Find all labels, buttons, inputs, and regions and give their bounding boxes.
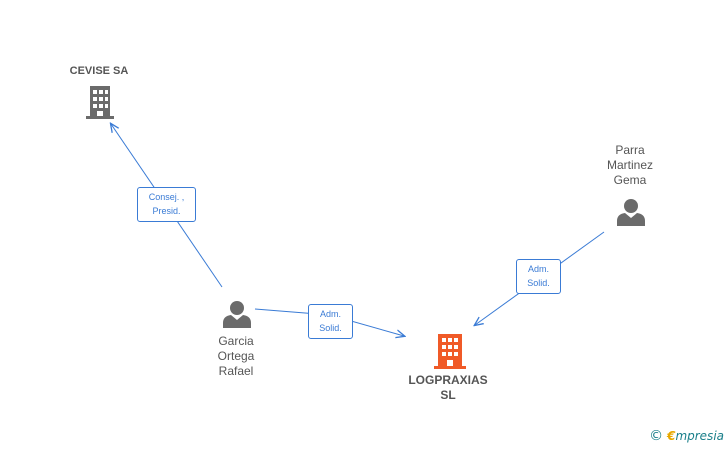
edge-label-consej-presid[interactable]: Consej. , Presid.: [137, 187, 196, 222]
edge-label-line2: Solid.: [527, 278, 550, 288]
building-icon-main[interactable]: [434, 334, 466, 369]
person-name-line2: Martinez: [606, 158, 653, 172]
edge-label-line1: Adm.: [527, 264, 549, 274]
person-icon[interactable]: [223, 301, 251, 328]
person-name-line1: Parra: [615, 143, 645, 157]
copyright-icon: ©: [649, 428, 664, 444]
edge-label-line1: Consej. ,: [148, 192, 185, 202]
edge-label-adm-solid-garcia[interactable]: Adm. Solid.: [308, 304, 353, 339]
brand-initial: €: [667, 429, 676, 443]
person-name-line3: Rafael: [218, 364, 254, 378]
brand-watermark: ©€mpresia: [649, 428, 724, 444]
edge-label-line2: Solid.: [319, 323, 342, 333]
company-name: CEVISE SA: [69, 65, 129, 77]
person-name-line2: Ortega: [217, 349, 255, 363]
company-name-line1: LOGPRAXIAS: [408, 373, 488, 387]
edge-label-adm-solid-parra[interactable]: Adm. Solid.: [516, 259, 561, 294]
building-icon[interactable]: [86, 86, 114, 119]
person-label-parra[interactable]: Parra Martinez Gema: [590, 143, 670, 188]
company-name-line2: SL: [440, 388, 456, 402]
brand-name: mpresia: [675, 429, 724, 443]
person-icon[interactable]: [617, 199, 645, 226]
person-name-line1: Garcia: [218, 334, 254, 348]
company-label-cevise[interactable]: CEVISE SA: [50, 64, 148, 79]
edge-label-line1: Adm.: [319, 309, 341, 319]
edge-label-line2: Presid.: [152, 206, 181, 216]
company-label-logpraxias[interactable]: LOGPRAXIAS SL: [390, 373, 506, 403]
person-label-garcia[interactable]: Garcia Ortega Rafael: [196, 334, 276, 379]
person-name-line3: Gema: [613, 173, 647, 187]
